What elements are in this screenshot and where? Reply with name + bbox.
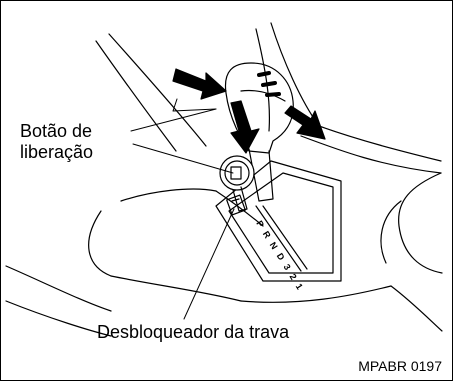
release-button-label-line1: Botão de <box>20 121 93 141</box>
figure-code: MPABR 0197 <box>358 358 442 374</box>
release-button <box>219 155 255 212</box>
lock-release-slot <box>226 194 246 216</box>
movement-arrows <box>172 68 326 154</box>
release-button-label: Botão de liberação <box>20 121 93 163</box>
lock-release-label: Desbloqueador da trava <box>97 322 290 342</box>
release-button-label-line2: liberação <box>20 142 94 162</box>
console-outline <box>5 22 443 337</box>
leader-lines <box>130 98 235 320</box>
